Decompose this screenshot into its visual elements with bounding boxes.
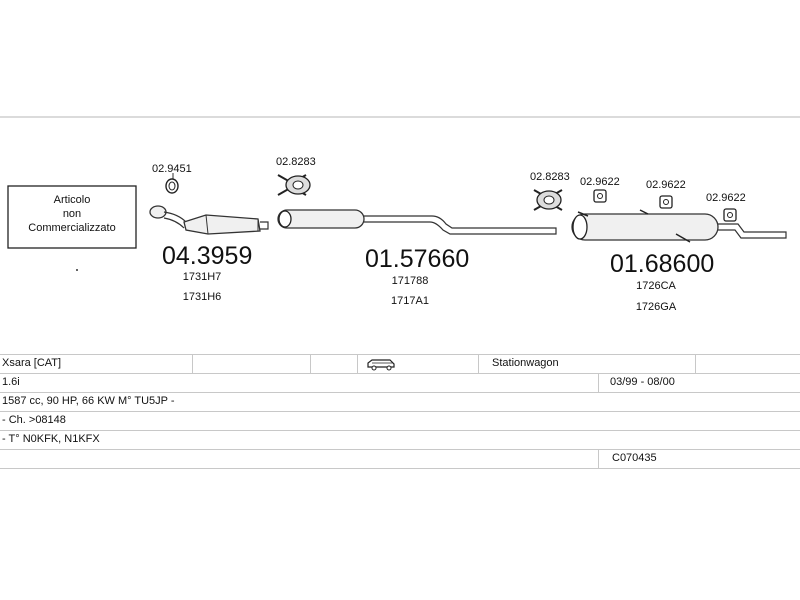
rear-silencer-ref-2: 1726GA xyxy=(636,301,677,313)
rear-silencer-part xyxy=(571,209,787,243)
column-divider xyxy=(695,355,696,373)
rubber-3-code: 02.9622 xyxy=(706,192,746,204)
column-divider xyxy=(192,355,193,373)
table-row-engine: 1.6i 03/99 - 08/00 xyxy=(0,374,800,393)
rubber-1-code: 02.9622 xyxy=(580,176,620,188)
middle-silencer-ref-1: 171788 xyxy=(392,275,429,287)
column-divider xyxy=(598,450,599,468)
catalyst-ref-2: 1731H6 xyxy=(183,291,222,303)
rubber-2-code: 02.9622 xyxy=(646,179,686,191)
table-row-type: - T° N0KFK, N1KFX xyxy=(0,431,800,450)
station-wagon-icon xyxy=(367,359,395,371)
type-codes: - T° N0KFK, N1KFX xyxy=(2,433,100,445)
rear-silencer-ref-1: 1726CA xyxy=(636,280,676,292)
engine-label: 1.6i xyxy=(2,376,20,388)
clamp-code: 02.9451 xyxy=(152,163,192,175)
vehicle-info-table: Xsara [CAT] Stationwagon 1.6i 03/99 - 08… xyxy=(0,354,800,469)
column-divider xyxy=(478,355,479,373)
catalyst-code: 04.3959 xyxy=(162,242,252,270)
not-sold-line-2: non xyxy=(63,208,81,220)
catalyst-ref-1: 1731H7 xyxy=(183,271,222,283)
column-divider xyxy=(598,374,599,392)
gasket-2-icon xyxy=(533,189,563,211)
chassis-info: - Ch. >08148 xyxy=(2,414,66,426)
gasket-1-icon xyxy=(277,174,311,196)
clamp-icon xyxy=(165,173,179,194)
not-sold-line-3: Commercializzato xyxy=(28,222,115,234)
middle-silencer-ref-2: 1717A1 xyxy=(391,295,429,307)
vehicle-model: Xsara [CAT] xyxy=(2,357,62,369)
table-row-chassis: - Ch. >08148 xyxy=(0,412,800,431)
production-period: 03/99 - 08/00 xyxy=(610,376,675,388)
not-sold-box: Articolo non Commercializzato xyxy=(7,185,137,249)
catalogue-code: C070435 xyxy=(612,452,657,464)
gasket-1-code: 02.8283 xyxy=(276,156,316,168)
rubber-mount-2-icon xyxy=(659,195,673,209)
rubber-mount-1-icon xyxy=(593,189,607,203)
column-divider xyxy=(310,355,311,373)
body-type: Stationwagon xyxy=(492,357,559,369)
column-divider xyxy=(357,355,358,373)
table-row-model: Xsara [CAT] Stationwagon xyxy=(0,354,800,374)
table-row-catalogue: C070435 xyxy=(0,450,800,469)
middle-silencer-part xyxy=(277,209,557,235)
engine-spec: 1587 cc, 90 HP, 66 KW M° TU5JP - xyxy=(2,395,175,407)
rear-silencer-code: 01.68600 xyxy=(610,250,714,278)
dot-mark xyxy=(76,269,78,271)
rubber-mount-3-icon xyxy=(723,208,737,222)
catalyst-part xyxy=(149,205,269,235)
middle-silencer-code: 01.57660 xyxy=(365,245,469,273)
table-row-spec: 1587 cc, 90 HP, 66 KW M° TU5JP - xyxy=(0,393,800,412)
gasket-2-code: 02.8283 xyxy=(530,171,570,183)
not-sold-line-1: Articolo xyxy=(54,194,91,206)
